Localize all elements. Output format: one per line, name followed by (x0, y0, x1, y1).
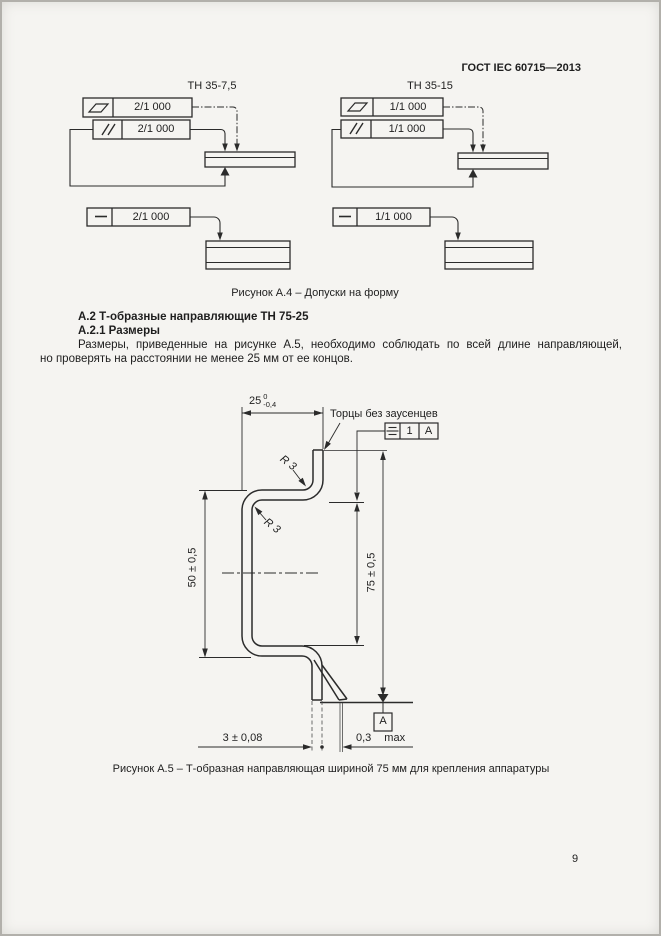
section-heading: А.2 Т-образные направляющие ТН 75-25 (78, 311, 309, 323)
parallelism-icon (101, 123, 116, 136)
dim-3-label: 3 ± 0,08 (222, 732, 263, 744)
rail-profile-outline (241, 449, 348, 701)
parallelism-value-left: 2/1 000 (137, 123, 175, 135)
leader-line (192, 106, 238, 144)
arrowhead (324, 440, 331, 450)
page-header: ГОСТ IEC 60715—2013 (461, 62, 581, 74)
dim-50-label: 50 ± 0,5 (186, 547, 199, 588)
figure-a5-caption: Рисунок А.5 – Т-образная направляющая ши… (112, 763, 550, 775)
leader-line (443, 106, 484, 145)
page-number: 9 (572, 853, 579, 865)
rail-bar-side (205, 240, 291, 270)
dim-75-label: 75 ± 0,5 (365, 552, 378, 593)
dim-25 (241, 407, 324, 491)
figure-a4-right-title: ТН 35-15 (407, 80, 453, 92)
datum-box (373, 712, 393, 732)
symmetry-icon (386, 426, 399, 436)
datum-triangle (468, 169, 478, 178)
no-burrs-note: Торцы без заусенцев (330, 408, 438, 420)
datum-label: A (379, 715, 387, 727)
dim-inner-steps (304, 502, 364, 646)
arrowhead (298, 477, 306, 487)
arrowhead (234, 143, 240, 152)
section-subheading: А.2.1 Размеры (78, 325, 160, 337)
flatness-value-right: 1/1 000 (389, 100, 427, 113)
rail-bar (204, 151, 296, 168)
dim-25-tolerance: 0 -0,4 (263, 392, 277, 409)
figure-a4-left-title: ТН 35-7,5 (187, 80, 237, 92)
datum-triangle (377, 694, 389, 703)
figure-a4-left-diagram (69, 97, 296, 270)
paragraph-line-2: но проверять на расстоянии не менее 25 м… (40, 353, 353, 365)
paragraph-line-1: Размеры, приведенные на рисунке А.5, нео… (78, 339, 622, 351)
dim-25-label: 25 0 -0,4 (249, 392, 277, 409)
tolerance-frame-datum: A (424, 424, 433, 437)
tolerance-frame-value: 1 (406, 424, 413, 437)
parallelism-value-right: 1/1 000 (388, 122, 426, 135)
figure-a4-right-diagram (331, 97, 549, 270)
rail-bar-side (444, 240, 534, 270)
straightness-value-right: 1/1 000 (375, 210, 412, 223)
straightness-value-left: 2/1 000 (132, 210, 170, 223)
flatness-icon (346, 102, 369, 112)
dim-50 (199, 490, 251, 658)
datum-triangle (220, 167, 230, 176)
figure-a5-drawing (198, 407, 439, 752)
flatness-icon (87, 103, 110, 113)
flatness-value-left: 2/1 000 (134, 101, 171, 113)
arrowhead (254, 506, 263, 516)
rail-bar (457, 152, 549, 170)
figure-a4-caption: Рисунок А.4 – Допуски на форму (231, 287, 399, 299)
extension-lines (311, 701, 343, 752)
parallelism-icon (349, 122, 364, 135)
